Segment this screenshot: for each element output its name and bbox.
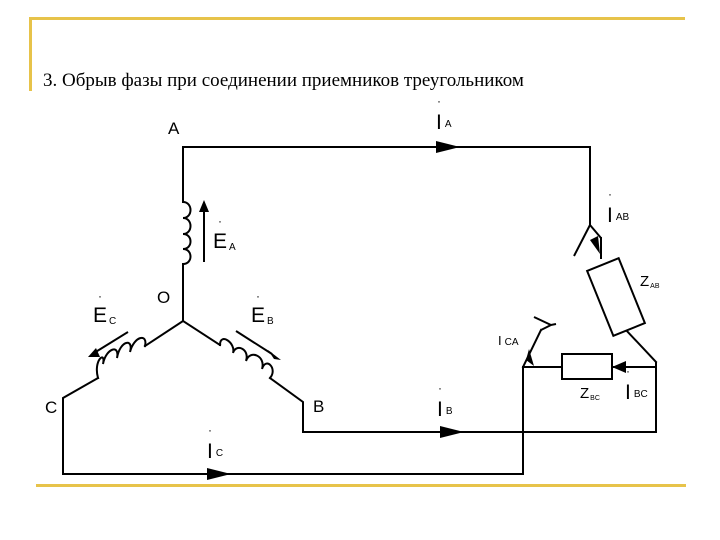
emf-b-main: E xyxy=(251,304,265,327)
node-c-label: C xyxy=(45,398,57,417)
impedance-ab-sub: AB xyxy=(650,283,660,290)
current-ab-main: I xyxy=(607,204,613,227)
impedance-ab-label: ZAB xyxy=(640,273,660,290)
current-c-dot: · xyxy=(208,423,212,437)
current-c-main: I xyxy=(207,440,213,463)
switch-ca-blade xyxy=(540,324,552,331)
emf-a-main: E xyxy=(213,230,227,253)
current-a-dot: · xyxy=(437,94,441,108)
impedance-bc-label: ZBC xyxy=(580,385,600,402)
emf-b-dot: · xyxy=(256,289,260,303)
impedance-bc-box xyxy=(561,353,613,380)
emf-b-sub: B xyxy=(267,316,274,327)
wire-line-c xyxy=(62,366,524,475)
arrow-current-b xyxy=(440,426,464,438)
node-b-label: B xyxy=(313,397,324,416)
wire-ca-lower xyxy=(521,328,543,369)
frame-left-rule xyxy=(29,17,32,91)
arrow-current-bc xyxy=(612,361,626,373)
arrow-emf-b-head xyxy=(268,350,281,360)
current-bc-sub: BC xyxy=(634,389,648,400)
wire-ab-lower xyxy=(624,328,658,364)
node-a-label: A xyxy=(168,119,180,138)
wire-neutral-c xyxy=(143,319,185,348)
switch-ab-contact xyxy=(589,224,602,239)
impedance-bc-main: Z xyxy=(580,385,589,402)
winding-b xyxy=(218,338,274,380)
frame-bottom-rule xyxy=(36,484,686,487)
arrow-emf-a-head xyxy=(199,200,209,212)
winding-c xyxy=(95,336,147,380)
current-bc-main: I xyxy=(625,381,631,404)
frame-top-rule xyxy=(29,17,685,20)
current-bc-dot: · xyxy=(626,364,630,378)
node-o-label: O xyxy=(157,288,170,307)
current-b-sub: B xyxy=(446,406,453,417)
arrow-current-c xyxy=(207,468,231,480)
emf-c-main: E xyxy=(93,304,107,327)
arrow-current-ab xyxy=(590,236,600,254)
emf-c-sub: C xyxy=(109,316,116,327)
current-b-dot: · xyxy=(438,381,442,395)
impedance-bc-sub: BC xyxy=(590,395,600,402)
wire-line-a xyxy=(182,146,591,274)
arrow-emf-b-shaft xyxy=(235,330,273,355)
current-a-sub: A xyxy=(445,119,452,130)
switch-ab-blade xyxy=(573,224,591,257)
impedance-ab-box xyxy=(585,256,647,338)
emf-a-dot: · xyxy=(218,214,222,228)
arrow-emf-c-head xyxy=(88,348,100,357)
winding-a xyxy=(181,200,192,266)
arrow-current-a xyxy=(436,141,460,153)
current-ab-sub: AB xyxy=(616,212,630,223)
slide-title: 3. Обрыв фазы при соединении приемников … xyxy=(43,70,524,91)
impedance-ab-main: Z xyxy=(640,273,649,290)
current-ca-sub: CA xyxy=(505,337,519,348)
emf-a-sub: A xyxy=(229,242,236,253)
emf-c-dot: · xyxy=(98,289,102,303)
current-a-main: I xyxy=(436,111,442,134)
arrow-current-ca xyxy=(526,349,534,366)
switch-ca-tip xyxy=(533,316,557,327)
current-b-main: I xyxy=(437,398,443,421)
wire-neutral-b xyxy=(181,319,222,347)
wire-line-b xyxy=(268,362,657,433)
current-ab-dot: · xyxy=(608,187,612,201)
arrow-emf-c-shaft xyxy=(93,331,129,354)
current-c-sub: C xyxy=(216,448,223,459)
current-ca-main: I xyxy=(498,333,502,348)
